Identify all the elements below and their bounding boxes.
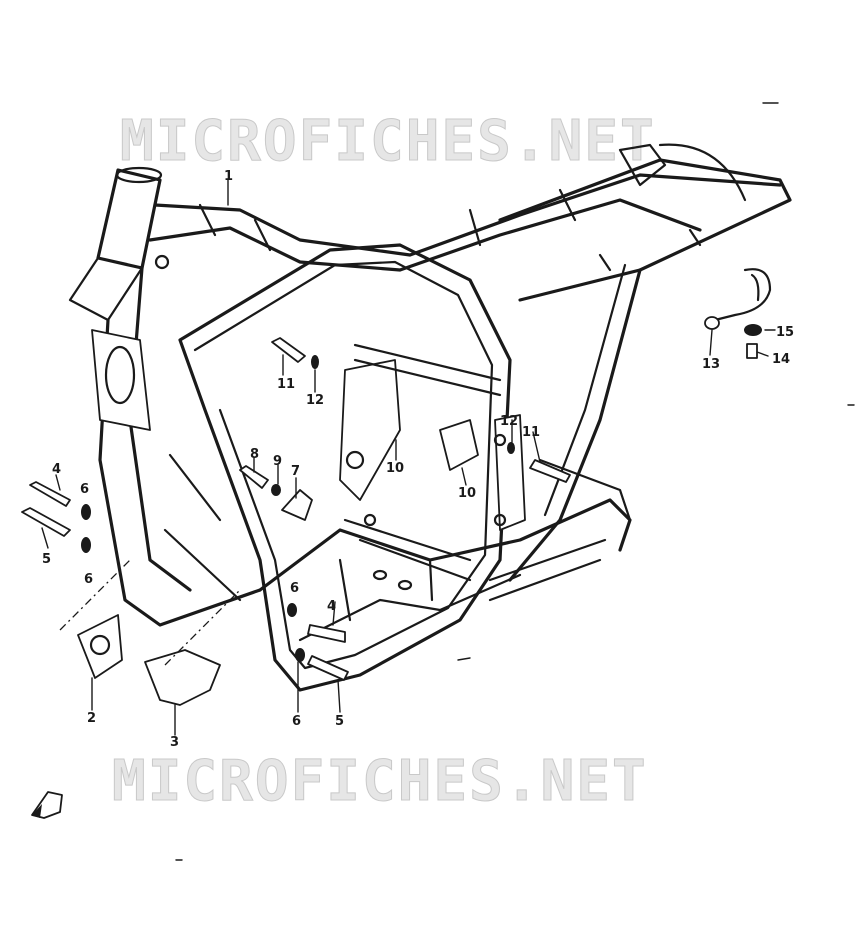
callout-5-center: 5 bbox=[335, 714, 344, 729]
bracket-3 bbox=[144, 649, 221, 706]
watermark-bottom: MICROFICHES.NET bbox=[112, 749, 648, 814]
callout-2: 2 bbox=[87, 711, 96, 726]
mounting-plate-2 bbox=[77, 614, 123, 679]
callout-4-center: 4 bbox=[327, 599, 336, 614]
scan-mark bbox=[457, 657, 471, 661]
callout-6-center: 6 bbox=[290, 581, 299, 596]
nut-6-lower-center bbox=[287, 603, 297, 617]
callout-11-right: 11 bbox=[522, 425, 540, 440]
callout-15: 15 bbox=[776, 325, 794, 340]
callout-4-left: 4 bbox=[52, 462, 61, 477]
washer-15 bbox=[744, 324, 762, 336]
callout-5-left: 5 bbox=[42, 552, 51, 567]
bolt-5-left bbox=[21, 507, 71, 537]
callout-10-right: 10 bbox=[458, 486, 476, 501]
main-frame bbox=[68, 143, 792, 692]
nut-9 bbox=[271, 484, 281, 496]
bolt-11-right bbox=[529, 459, 571, 483]
callout-14: 14 bbox=[772, 352, 790, 367]
bolt-5-center bbox=[307, 655, 349, 681]
callout-3: 3 bbox=[170, 735, 179, 750]
bolt-4-center bbox=[307, 624, 346, 643]
bolt-8 bbox=[239, 465, 269, 489]
callout-6-upper-left: 6 bbox=[80, 482, 89, 497]
assembly-guide-lines bbox=[59, 559, 241, 666]
washer-12-center bbox=[311, 355, 319, 369]
callout-7: 7 bbox=[291, 464, 300, 479]
front-direction-arrow-icon bbox=[31, 791, 63, 819]
callout-9: 9 bbox=[273, 454, 282, 469]
watermark-top: MICROFICHES.NET bbox=[120, 109, 656, 174]
callout-6-bottom: 6 bbox=[292, 714, 301, 729]
bracket-7 bbox=[281, 489, 313, 521]
callout-12-right: 12 bbox=[500, 414, 518, 429]
leader-lines bbox=[41, 179, 776, 736]
nut-6-lower-left bbox=[81, 537, 91, 553]
callout-13: 13 bbox=[702, 357, 720, 372]
bolt-11-center bbox=[271, 337, 306, 363]
callout-1: 1 bbox=[224, 169, 233, 184]
callout-11-center: 11 bbox=[277, 377, 295, 392]
washer-12-right bbox=[507, 442, 515, 454]
callout-6-lower-left: 6 bbox=[84, 572, 93, 587]
callout-8: 8 bbox=[250, 447, 259, 462]
bolt-4-left bbox=[29, 481, 71, 507]
cable-bracket bbox=[704, 268, 772, 330]
callout-10-center: 10 bbox=[386, 461, 404, 476]
nut-6-upper-left bbox=[81, 504, 91, 520]
bolt-14 bbox=[746, 343, 758, 359]
nut-6-bottom-center bbox=[295, 648, 305, 662]
callout-12-center: 12 bbox=[306, 393, 324, 408]
